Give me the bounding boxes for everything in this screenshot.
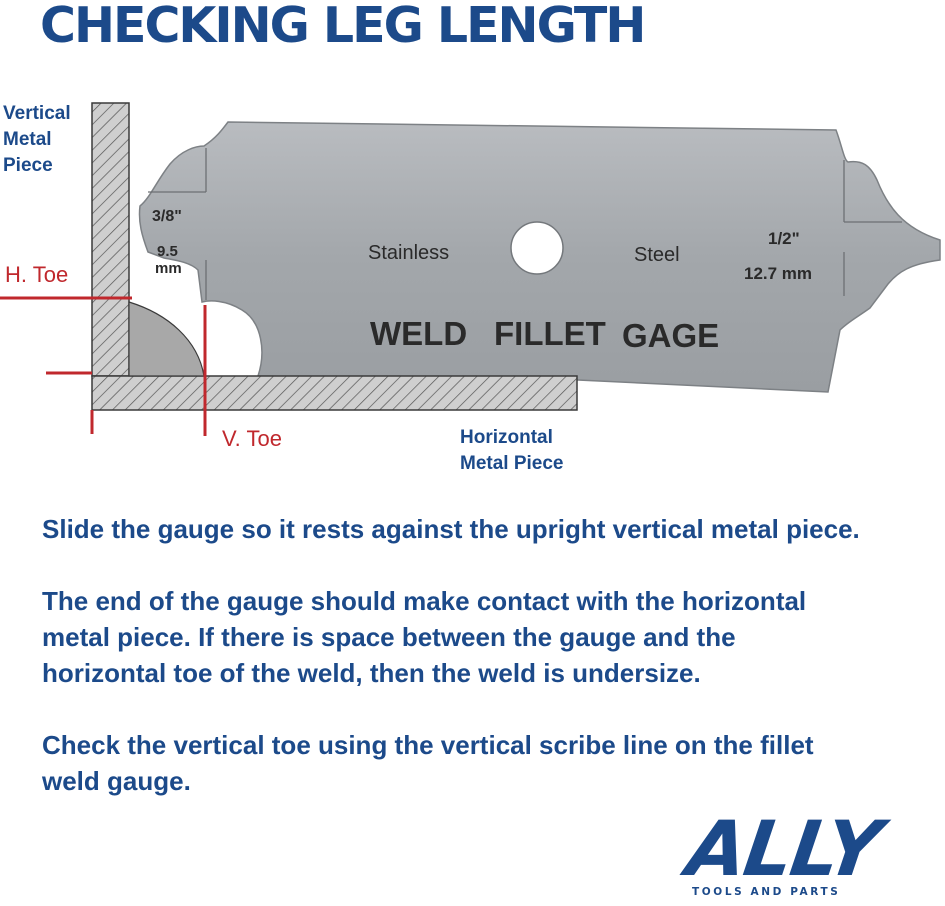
gauge-hole [510,221,564,275]
label-h-toe: H. Toe [5,262,69,287]
gauge-name-weld: WELD [370,315,467,352]
gauge-word-stainless: Stainless [368,242,449,264]
page-title: CHECKING LEG LENGTH [40,0,646,54]
scribe-lines [148,148,902,300]
label-vertical-metal-piece: Vertical Metal Piece [3,103,71,176]
gauge-right-size: 1/2" [768,229,800,248]
gauge-name-fillet: FILLET [494,315,606,352]
label-horizontal-metal-piece: Horizontal Metal Piece [460,427,564,474]
gauge-right-mm: 12.7 mm [744,264,812,283]
instruction-1: Slide the gauge so it rests against the … [42,514,860,544]
vertical-metal-piece [91,102,130,377]
fillet-gauge-diagram: 3/8" 9.5 mm Stainless Steel 1/2" 12.7 mm… [0,102,941,436]
horizontal-metal-piece [91,375,578,411]
gauge-left-size: 3/8" [152,208,182,225]
ally-logo-word: ALLY [681,804,886,893]
instruction-2: The end of the gauge should make contact… [42,586,807,688]
instruction-3: Check the vertical toe using the vertica… [42,730,814,796]
label-v-toe: V. Toe [222,426,282,451]
gauge-left-mm-unit: mm [155,260,182,277]
ally-logo: ALLY TOOLS AND PARTS [682,804,938,904]
ally-logo-tagline: TOOLS AND PARTS [692,886,841,898]
gauge-left-mm-value: 9.5 [157,243,178,260]
weld-bead [128,301,205,377]
toe-markers [0,296,207,436]
gauge-name-gage: GAGE [622,317,719,354]
gauge-word-steel: Steel [634,244,680,266]
